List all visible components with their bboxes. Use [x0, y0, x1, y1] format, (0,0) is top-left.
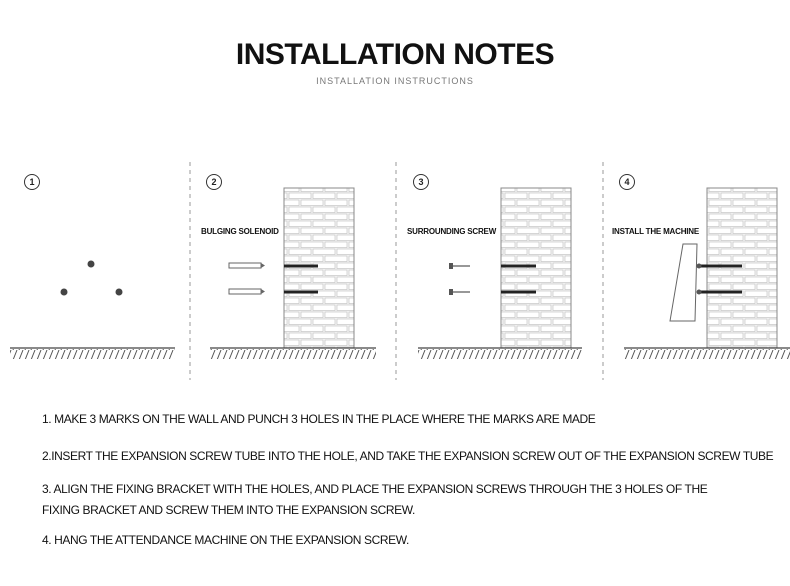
- note-step-2: 2.INSERT THE EXPANSION SCREW TUBE INTO T…: [42, 449, 774, 463]
- panel-4-wall: [624, 187, 790, 359]
- diagram-svg: [10, 162, 790, 380]
- step-number-1: 1: [24, 174, 40, 190]
- step-number-4: 4: [619, 174, 635, 190]
- page-subtitle: INSTALLATION INSTRUCTIONS: [316, 76, 474, 86]
- callout-surrounding-screw: SURROUNDING SCREW: [407, 227, 497, 236]
- panel-2-wall: [210, 187, 376, 359]
- panel-3-wall: [418, 187, 582, 359]
- page-title: INSTALLATION NOTES: [235, 38, 555, 71]
- note-step-4: 4. HANG THE ATTENDANCE MACHINE ON THE EX…: [42, 533, 409, 547]
- installation-diagram: 1 2 3 4 BULGING SOLENOID SURROUNDING SCR…: [0, 150, 790, 380]
- note-step-1: 1. MAKE 3 MARKS ON THE WALL AND PUNCH 3 …: [42, 412, 596, 426]
- step-number-3: 3: [413, 174, 429, 190]
- note-step-3: 3. ALIGN THE FIXING BRACKET WITH THE HOL…: [42, 482, 708, 517]
- callout-bulging-solenoid: BULGING SOLENOID: [201, 227, 279, 236]
- callout-install-machine: INSTALL THE MACHINE: [612, 227, 700, 236]
- step-number-2: 2: [206, 174, 222, 190]
- panel-1-marks: [10, 260, 175, 359]
